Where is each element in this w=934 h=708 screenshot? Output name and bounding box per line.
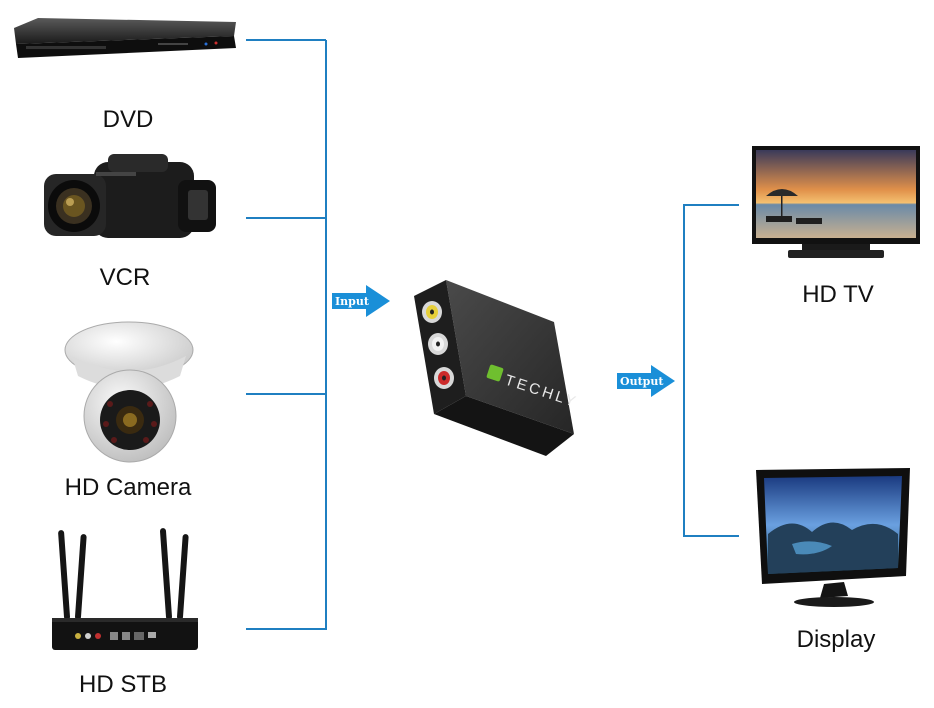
vcr-connector	[246, 217, 326, 219]
dome-camera-icon	[64, 321, 194, 463]
input-label-vcr: VCR	[99, 264, 151, 291]
tv-connector	[683, 204, 739, 206]
output-arrow-label: Output	[620, 375, 664, 388]
dvd-connector	[246, 39, 326, 41]
dvd-player-icon	[14, 18, 236, 58]
camera-connector	[246, 393, 326, 395]
input-label-hd-stb: HD STB	[78, 671, 167, 698]
display-connector	[683, 535, 739, 537]
input-label-dvd: DVD	[102, 106, 154, 133]
set-top-box-icon	[52, 528, 198, 650]
output-label-display: Display	[796, 626, 876, 653]
camcorder-icon	[44, 154, 216, 238]
av-converter-icon: TECHLY	[414, 280, 580, 456]
monitor-icon	[756, 468, 910, 607]
input-arrow-label: Input	[335, 295, 370, 308]
output-bus-vertical	[683, 205, 685, 536]
output-label-hd-tv: HD TV	[802, 281, 874, 308]
input-bus-vertical	[325, 40, 327, 630]
tv-icon	[752, 146, 920, 258]
stb-connector	[246, 628, 326, 630]
input-label-hd-camera: HD Camera	[64, 474, 192, 501]
input-arrow: Input	[332, 285, 390, 317]
output-arrow: Output	[617, 365, 675, 397]
